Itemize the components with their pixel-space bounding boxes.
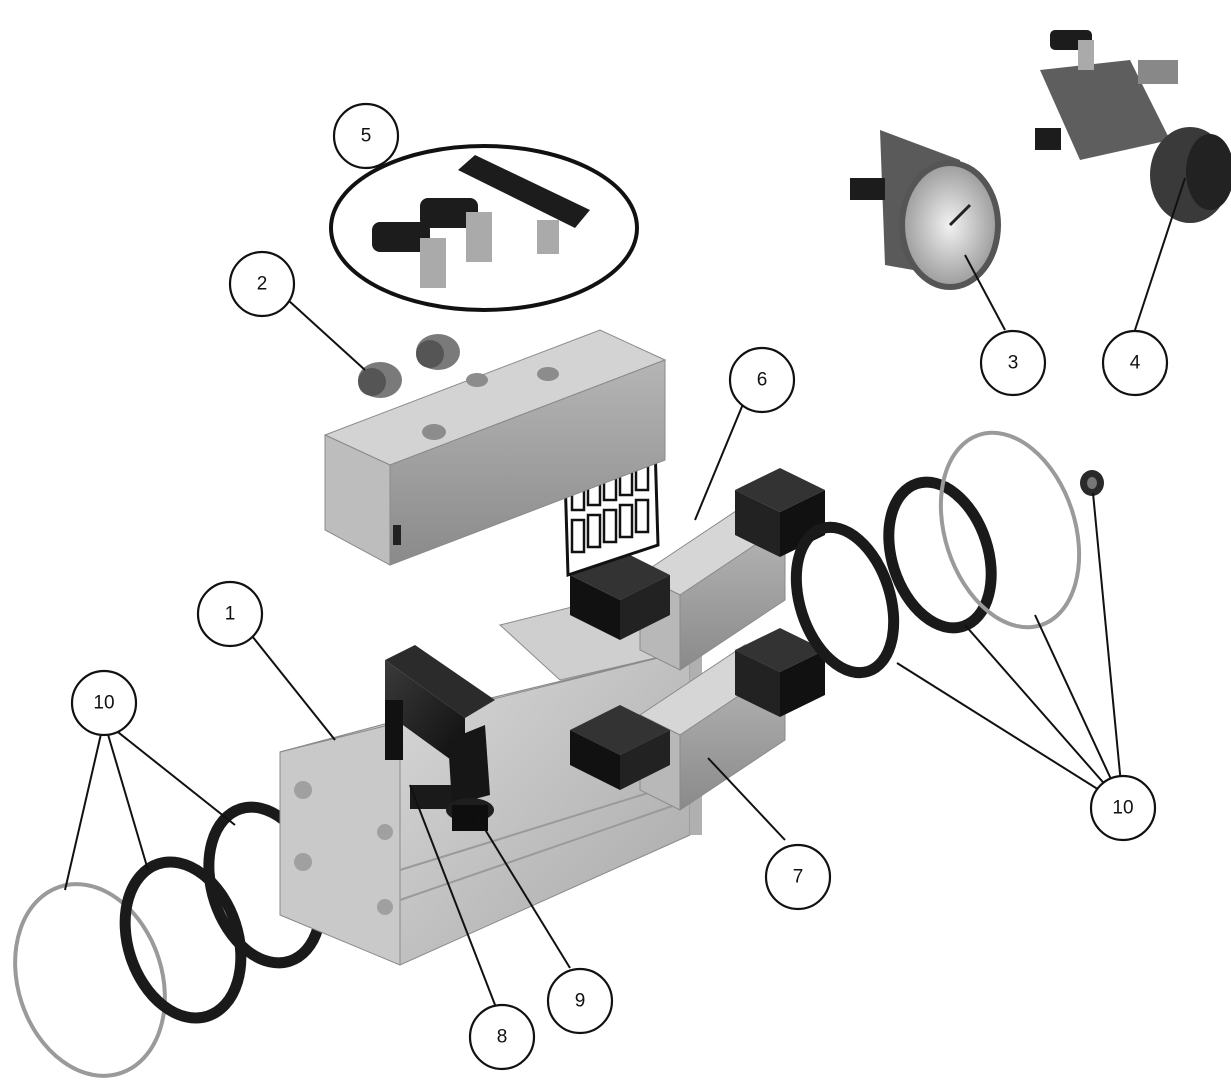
- callout-6-label: 6: [757, 370, 768, 391]
- o-ring-right-middle: [883, 476, 997, 634]
- callout-5: 5: [332, 102, 400, 170]
- plug-pair: [358, 334, 460, 398]
- solenoid-valve-upper: [570, 468, 825, 671]
- callout-2: 2: [228, 250, 296, 318]
- leader-lines: [64, 177, 1186, 1011]
- callout-10-left: 10: [70, 669, 138, 737]
- callout-3: 3: [979, 329, 1047, 397]
- callout-8-label: 8: [497, 1027, 508, 1048]
- callout-10-right: 10: [1089, 774, 1157, 842]
- callout-7-label: 7: [793, 867, 804, 888]
- manifold-block: [323, 329, 667, 566]
- callout-6: 6: [728, 346, 796, 414]
- connector-block: [385, 645, 495, 809]
- callout-7: 7: [764, 843, 832, 911]
- callout-5-label: 5: [361, 126, 372, 147]
- filter-regulator: [1035, 30, 1231, 223]
- callout-9-label: 9: [575, 991, 586, 1012]
- callout-4-label: 4: [1130, 353, 1141, 374]
- callout-3-label: 3: [1008, 353, 1019, 374]
- pressure-gauge: [850, 130, 1001, 290]
- o-ring-left-middle: [119, 856, 247, 1024]
- callout-10-right-label: 10: [1112, 798, 1133, 819]
- o-ring-left-thin: [13, 882, 167, 1078]
- electrical-connector: [446, 725, 494, 831]
- callout-9: 9: [546, 967, 614, 1035]
- callout-8: 8: [468, 1003, 536, 1071]
- callout-2-label: 2: [257, 274, 268, 295]
- callout-1: 1: [196, 580, 264, 648]
- fitting-kit: [329, 144, 639, 312]
- o-ring-right-thin: [938, 430, 1082, 630]
- callout-10-left-label: 10: [93, 693, 114, 714]
- o-ring-right-front: [790, 521, 900, 679]
- callout-1-label: 1: [225, 604, 236, 625]
- solenoid-valve-lower: [570, 628, 825, 811]
- cap-nut: [1080, 470, 1104, 496]
- callout-4: 4: [1101, 329, 1169, 397]
